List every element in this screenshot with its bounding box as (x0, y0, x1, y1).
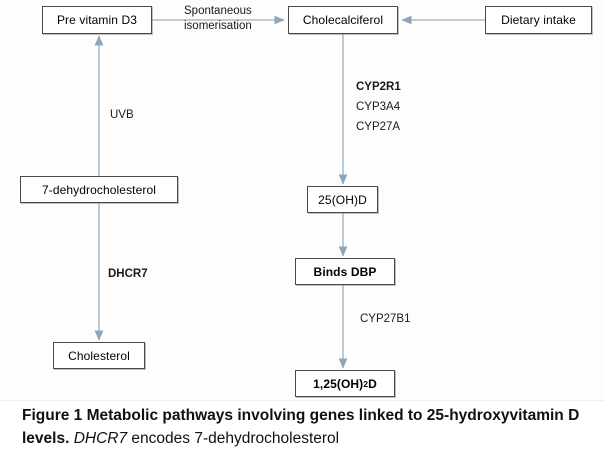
edge-label-cyp3a4: CYP3A4 (356, 101, 401, 113)
node-cholecalciferol[interactable]: Cholecalciferol (288, 6, 398, 34)
edge-label-spontaneous-isomerisation: Spontaneous isomerisation (184, 5, 252, 32)
node-dietary-intake[interactable]: Dietary intake (485, 6, 592, 34)
node-label: Binds DBP (313, 264, 377, 279)
edge-label-uvb: UVB (110, 109, 134, 121)
edge-label-dhcr7: DHCR7 (108, 268, 148, 280)
node-pre-vitamin-d3[interactable]: Pre vitamin D3 (42, 6, 152, 34)
node-label-post: D (368, 376, 377, 391)
edge-label-cyp27b1: CYP27B1 (360, 313, 411, 325)
node-label: Dietary intake (501, 13, 576, 27)
caption-trailing-text: encodes 7-dehydrocholesterol (127, 430, 340, 447)
edge-label-cyp27a: CYP27A (356, 121, 401, 133)
caption-gene-italic: DHCR7 (73, 430, 128, 447)
node-7-dehydrocholesterol[interactable]: 7-dehydrocholesterol (20, 176, 178, 203)
caption-divider (0, 400, 605, 401)
node-label-pre: 1,25(OH) (313, 376, 364, 391)
node-label: Cholesterol (68, 348, 130, 363)
node-label: 25(OH)D (318, 192, 367, 207)
node-label: Cholecalciferol (302, 13, 384, 27)
diagram-canvas: Pre vitamin D3 Cholecalciferol Dietary i… (20, 5, 592, 397)
diagram-connectors (94, 15, 485, 369)
caption-figure-label: Figure 1 Metabolic pathways involving ge… (22, 407, 580, 447)
figure-caption: Figure 1 Metabolic pathways involving ge… (22, 404, 594, 450)
edge-label-cyp2r1: CYP2R1 (356, 81, 401, 93)
node-cholesterol[interactable]: Cholesterol (53, 342, 145, 369)
node-25-oh-d[interactable]: 25(OH)D (307, 186, 378, 213)
node-label: Pre vitamin D3 (56, 13, 138, 27)
node-binds-dbp[interactable]: Binds DBP (295, 258, 395, 285)
node-label: 7-dehydrocholesterol (41, 182, 157, 197)
